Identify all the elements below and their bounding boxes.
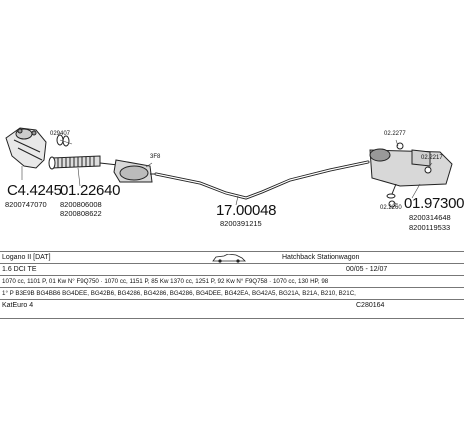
oem-number-rear-a: 8200314648 [409, 213, 451, 222]
part-code-cat: C4.4245 [7, 182, 62, 199]
hanger-parts [388, 142, 432, 208]
production-dates: 00/05 - 12/07 [346, 266, 388, 273]
row-model: Logano II [DAT] Hatchback Stationwagon [0, 251, 464, 263]
flex-pipe [48, 155, 101, 170]
oem-number-flex-b: 8200808622 [60, 209, 102, 218]
oem-number-rear-b: 8200119533 [409, 223, 451, 232]
clip-code-2: 02.2277 [384, 131, 406, 137]
part-code-rear: 01.97300 [404, 195, 464, 212]
clip-code-1: 029407 [50, 131, 71, 137]
model-name: Logano II [DAT] [2, 254, 51, 261]
row-codes: 1° P B3E9B BG4BB6 BG4DEE, BG42B6, BG4286… [0, 287, 464, 299]
catalytic-converter [5, 127, 47, 169]
exhaust-drawing [5, 127, 453, 208]
row-spec: 1070 cc, 1101 P, 01 Kw N° F9Q750 · 1070 … [0, 275, 464, 287]
oem-number-flex-a: 8200806008 [60, 200, 102, 209]
part-code-pipe: 17.00048 [216, 202, 277, 219]
vehicle-info-table: Logano II [DAT] Hatchback Stationwagon 1… [0, 251, 464, 311]
engine-spec: 1070 cc, 1101 P, 01 Kw N° F9Q750 · 1070 … [2, 278, 329, 285]
engine-name: 1.6 DCI TE [2, 266, 37, 273]
part-code-flex: 01.22640 [60, 182, 121, 199]
rear-silencer [369, 148, 453, 199]
middle-silencer [99, 159, 156, 183]
exhaust-diagram: C4.4245 8200747070 029407 01.22640 82008… [5, 127, 464, 232]
car-icon [212, 253, 246, 267]
row-engine: 1.6 DCI TE 00/05 - 12/07 [0, 263, 464, 275]
body-type: Hatchback Stationwagon [282, 254, 360, 261]
oem-number-pipe: 8200391215 [220, 219, 262, 228]
clip-code-3: 02.2217 [421, 155, 443, 161]
reference-code: C280164 [356, 302, 385, 309]
tag-label: 3F8 [150, 154, 161, 160]
table-bottom-border [0, 318, 464, 319]
oem-number-cat: 8200747070 [5, 200, 47, 209]
engine-codes: 1° P B3E9B BG4BB6 BG4DEE, BG42B6, BG4286… [2, 290, 356, 297]
clip-code-4: 02.2260 [380, 205, 402, 211]
row-catalyst: KatEuro 4 C280164 [0, 299, 464, 311]
catalyst-norm: KatEuro 4 [2, 302, 34, 309]
